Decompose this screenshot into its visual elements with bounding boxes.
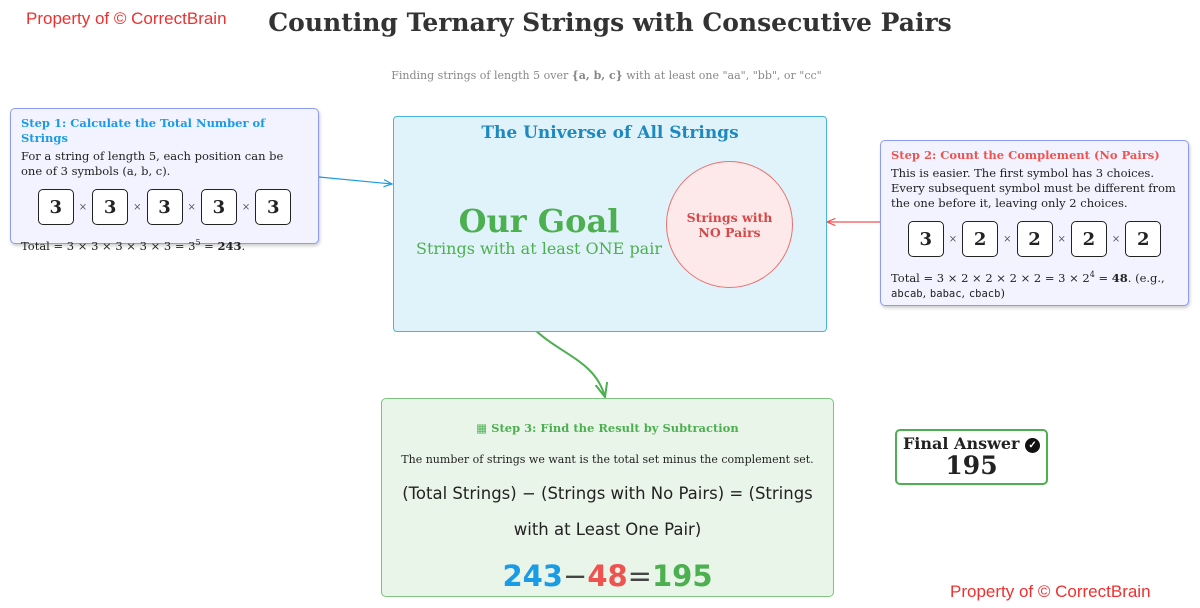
period: . <box>241 238 246 253</box>
total-expr: Total = 3 × 3 × 3 × 3 × 3 = 3 <box>21 238 196 253</box>
eg: . (e.g., <box>1127 270 1165 285</box>
times-sign: × <box>948 233 958 245</box>
step3-text: The number of strings we want is the tot… <box>392 443 823 549</box>
choice-box: 2 <box>1016 221 1053 257</box>
watermark-bottom: Property of © CorrectBrain <box>950 582 1151 601</box>
step1-text: For a string of length 5, each position … <box>21 149 284 178</box>
times-sign: × <box>241 201 251 213</box>
step2-text: This is easier. The first symbol has 3 c… <box>891 166 1176 210</box>
step1-boxes: 3 × 3 × 3 × 3 × 3 <box>21 189 308 225</box>
total-number: 243 <box>502 559 563 593</box>
step3-equation: 243−48=195 <box>382 559 833 593</box>
exponent: 5 <box>195 238 201 247</box>
times-sign: × <box>133 201 142 213</box>
universe-title: The Universe of All Strings <box>481 123 739 143</box>
choice-box: 3 <box>255 189 292 225</box>
step2-boxes: 3 × 2 × 2 × 2 × 2 <box>891 221 1178 257</box>
times-sign: × <box>1003 233 1012 245</box>
choice-box: 3 <box>907 221 944 257</box>
step1-heading: Step 1: Calculate the Total Number of St… <box>21 116 266 145</box>
times-sign: × <box>1057 233 1066 245</box>
equals-sign: = <box>627 559 652 593</box>
arrow-step3 <box>531 326 605 397</box>
times-sign: × <box>1111 233 1121 245</box>
example: babac <box>929 287 962 300</box>
final-label: Final Answer ✓ <box>897 434 1046 453</box>
choice-box: 3 <box>200 189 237 225</box>
total-expr: Total = 3 × 2 × 2 × 2 × 2 = 3 × 2 <box>891 270 1090 285</box>
step1-total: Total = 3 × 3 × 3 × 3 × 3 = 35 = 243. <box>21 235 308 254</box>
choice-box: 3 <box>146 189 183 225</box>
goal-subtitle: Strings with at least ONE pair <box>416 239 662 258</box>
subtitle-set: {a, b, c} <box>571 69 623 82</box>
calculator-icon: ▦ <box>476 421 492 435</box>
universe-box: The Universe of All Strings Our Goal Str… <box>393 116 827 332</box>
exponent: 4 <box>1089 270 1095 279</box>
complement-number: 48 <box>587 559 628 593</box>
choice-box: 3 <box>92 189 129 225</box>
choice-box: 2 <box>1070 221 1107 257</box>
circle-label: Strings with NO Pairs <box>686 209 773 240</box>
example: cbacb <box>968 287 1001 300</box>
step2-heading: Step 2: Count the Complement (No Pairs) <box>891 148 1160 162</box>
subtitle-post: with at least one "aa", "bb", or "cc" <box>622 69 822 82</box>
goal: Our Goal Strings with at least ONE pair <box>414 203 664 258</box>
paren: ) <box>1000 285 1005 300</box>
step1-box: Step 1: Calculate the Total Number of St… <box>10 108 319 253</box>
eq: = <box>1094 270 1112 285</box>
final-label-text: Final Answer <box>902 434 1020 453</box>
choice-box: 2 <box>962 221 999 257</box>
page-title: Counting Ternary Strings with Consecutiv… <box>268 8 952 37</box>
step3-formula: (Total Strings) − (Strings with No Pairs… <box>402 484 813 539</box>
step3-box: ▦ Step 3: Find the Result by Subtraction… <box>381 398 834 597</box>
step3-heading: ▦ Step 3: Find the Result by Subtraction <box>382 421 833 435</box>
subtitle: Finding strings of length 5 over {a, b, … <box>0 69 1200 82</box>
times-sign: × <box>78 201 88 213</box>
final-value: 195 <box>945 451 998 480</box>
subtitle-pre: Finding strings of length 5 over <box>391 69 572 82</box>
total-value: 243 <box>217 238 242 253</box>
choice-box: 3 <box>37 189 74 225</box>
step2-box: Step 2: Count the Complement (No Pairs) … <box>880 140 1189 306</box>
times-sign: × <box>187 201 196 213</box>
arrow-step1 <box>318 176 392 184</box>
no-pairs-circle: Strings with NO Pairs <box>666 161 793 288</box>
result-number: 195 <box>651 559 713 593</box>
choice-box: 2 <box>1125 221 1162 257</box>
check-circle-icon: ✓ <box>1025 438 1041 453</box>
eq: = <box>200 238 218 253</box>
total-value: 48 <box>1111 270 1128 285</box>
watermark-top: Property of © CorrectBrain <box>26 9 227 28</box>
step3-desc: The number of strings we want is the tot… <box>401 453 814 466</box>
step2-total: Total = 3 × 2 × 2 × 2 × 2 = 3 × 24 = 48.… <box>891 270 1165 300</box>
goal-title: Our Goal <box>458 202 620 240</box>
final-answer-box: Final Answer ✓ 195 <box>895 429 1048 485</box>
step3-heading-text: Step 3: Find the Result by Subtraction <box>491 421 739 435</box>
example: abcab <box>891 287 923 300</box>
minus-sign: − <box>563 559 588 593</box>
